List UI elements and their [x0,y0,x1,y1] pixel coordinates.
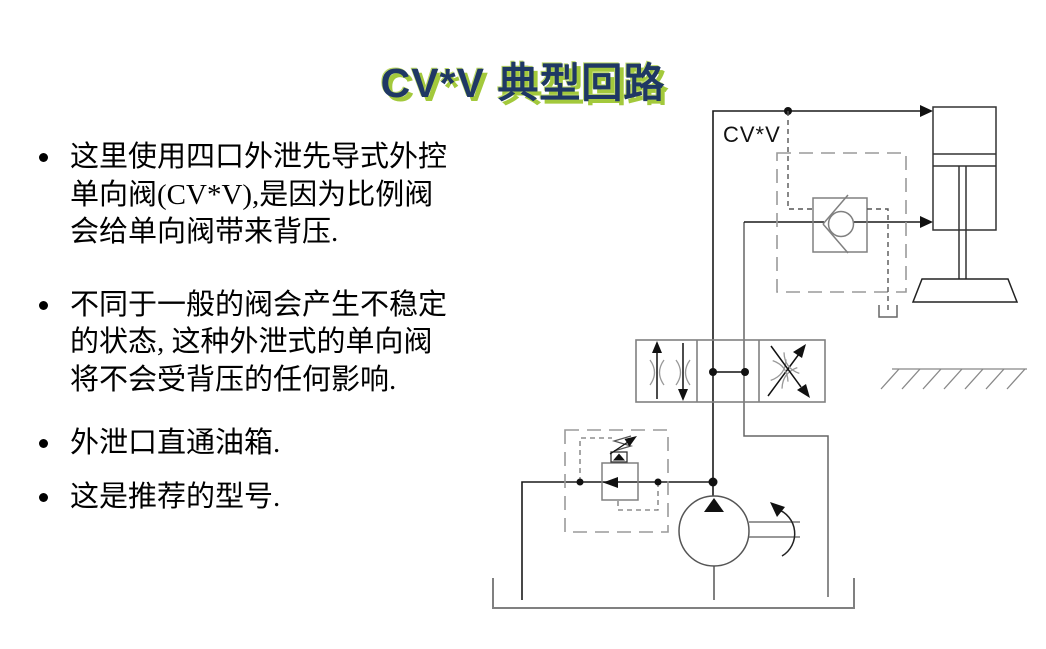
check-valve-assembly-box [776,152,907,293]
rotation-arrow-icon [770,502,785,517]
drain-tank-icon [878,305,898,318]
load-platform [911,278,1019,303]
bullet-list: 这里使用四口外泄先导式外控 单向阀(CV*V),是因为比例阀 会给单向阀带来背压… [36,139,478,551]
bullet-line: 会给单向阀带来背压. [70,216,339,248]
relief-valve-assembly-box [564,429,669,533]
bullet-dot-icon [39,300,48,310]
port-arrow-icon [920,105,933,117]
bullet-dot-icon [39,492,48,502]
relief-valve [576,435,662,511]
pilot-line [787,111,813,210]
bullet-line: 的状态, 这种外泄式的单向阀 [70,326,433,358]
bullet-item: 外泄口直通油箱. [36,425,478,463]
bullet-item: 不同于一般的阀会产生不稳定 的状态, 这种外泄式的单向阀 将不会受背压的任何影响… [36,287,478,400]
hydraulic-cylinder [932,106,997,279]
slide-title: CV*V 典型回路 [380,60,666,106]
port-arrow-icon [920,216,933,228]
bullet-line: 单向阀(CV*V),是因为比例阀 [70,178,434,211]
pump [678,495,800,600]
bullet-line: 这是推荐的型号. [70,480,281,513]
drain-line [867,208,889,314]
work-return-line [743,222,829,597]
junction-dot [708,477,718,487]
bullet-item: 这里使用四口外泄先导式外控 单向阀(CV*V),是因为比例阀 会给单向阀带来背压… [36,139,478,252]
tank [492,578,855,609]
bullet-dot-icon [39,153,48,162]
pressure-line [521,110,920,600]
bullet-item: 这是推荐的型号. [36,479,478,517]
bullet-line: 这里使用四口外泄先导式外控 [70,141,448,173]
ground-hatching [880,368,1027,390]
directional-valve [635,339,826,403]
bullet-line: 不同于一般的阀会产生不稳定 [70,288,448,321]
bullet-line: 外泄口直通油箱. [70,427,281,459]
pilot-operated-check-valve [812,194,868,254]
bullet-line: 将不会受背压的任何影响. [70,363,397,396]
bullet-dot-icon [39,439,48,448]
check-valve-label: CV*V [723,122,781,147]
